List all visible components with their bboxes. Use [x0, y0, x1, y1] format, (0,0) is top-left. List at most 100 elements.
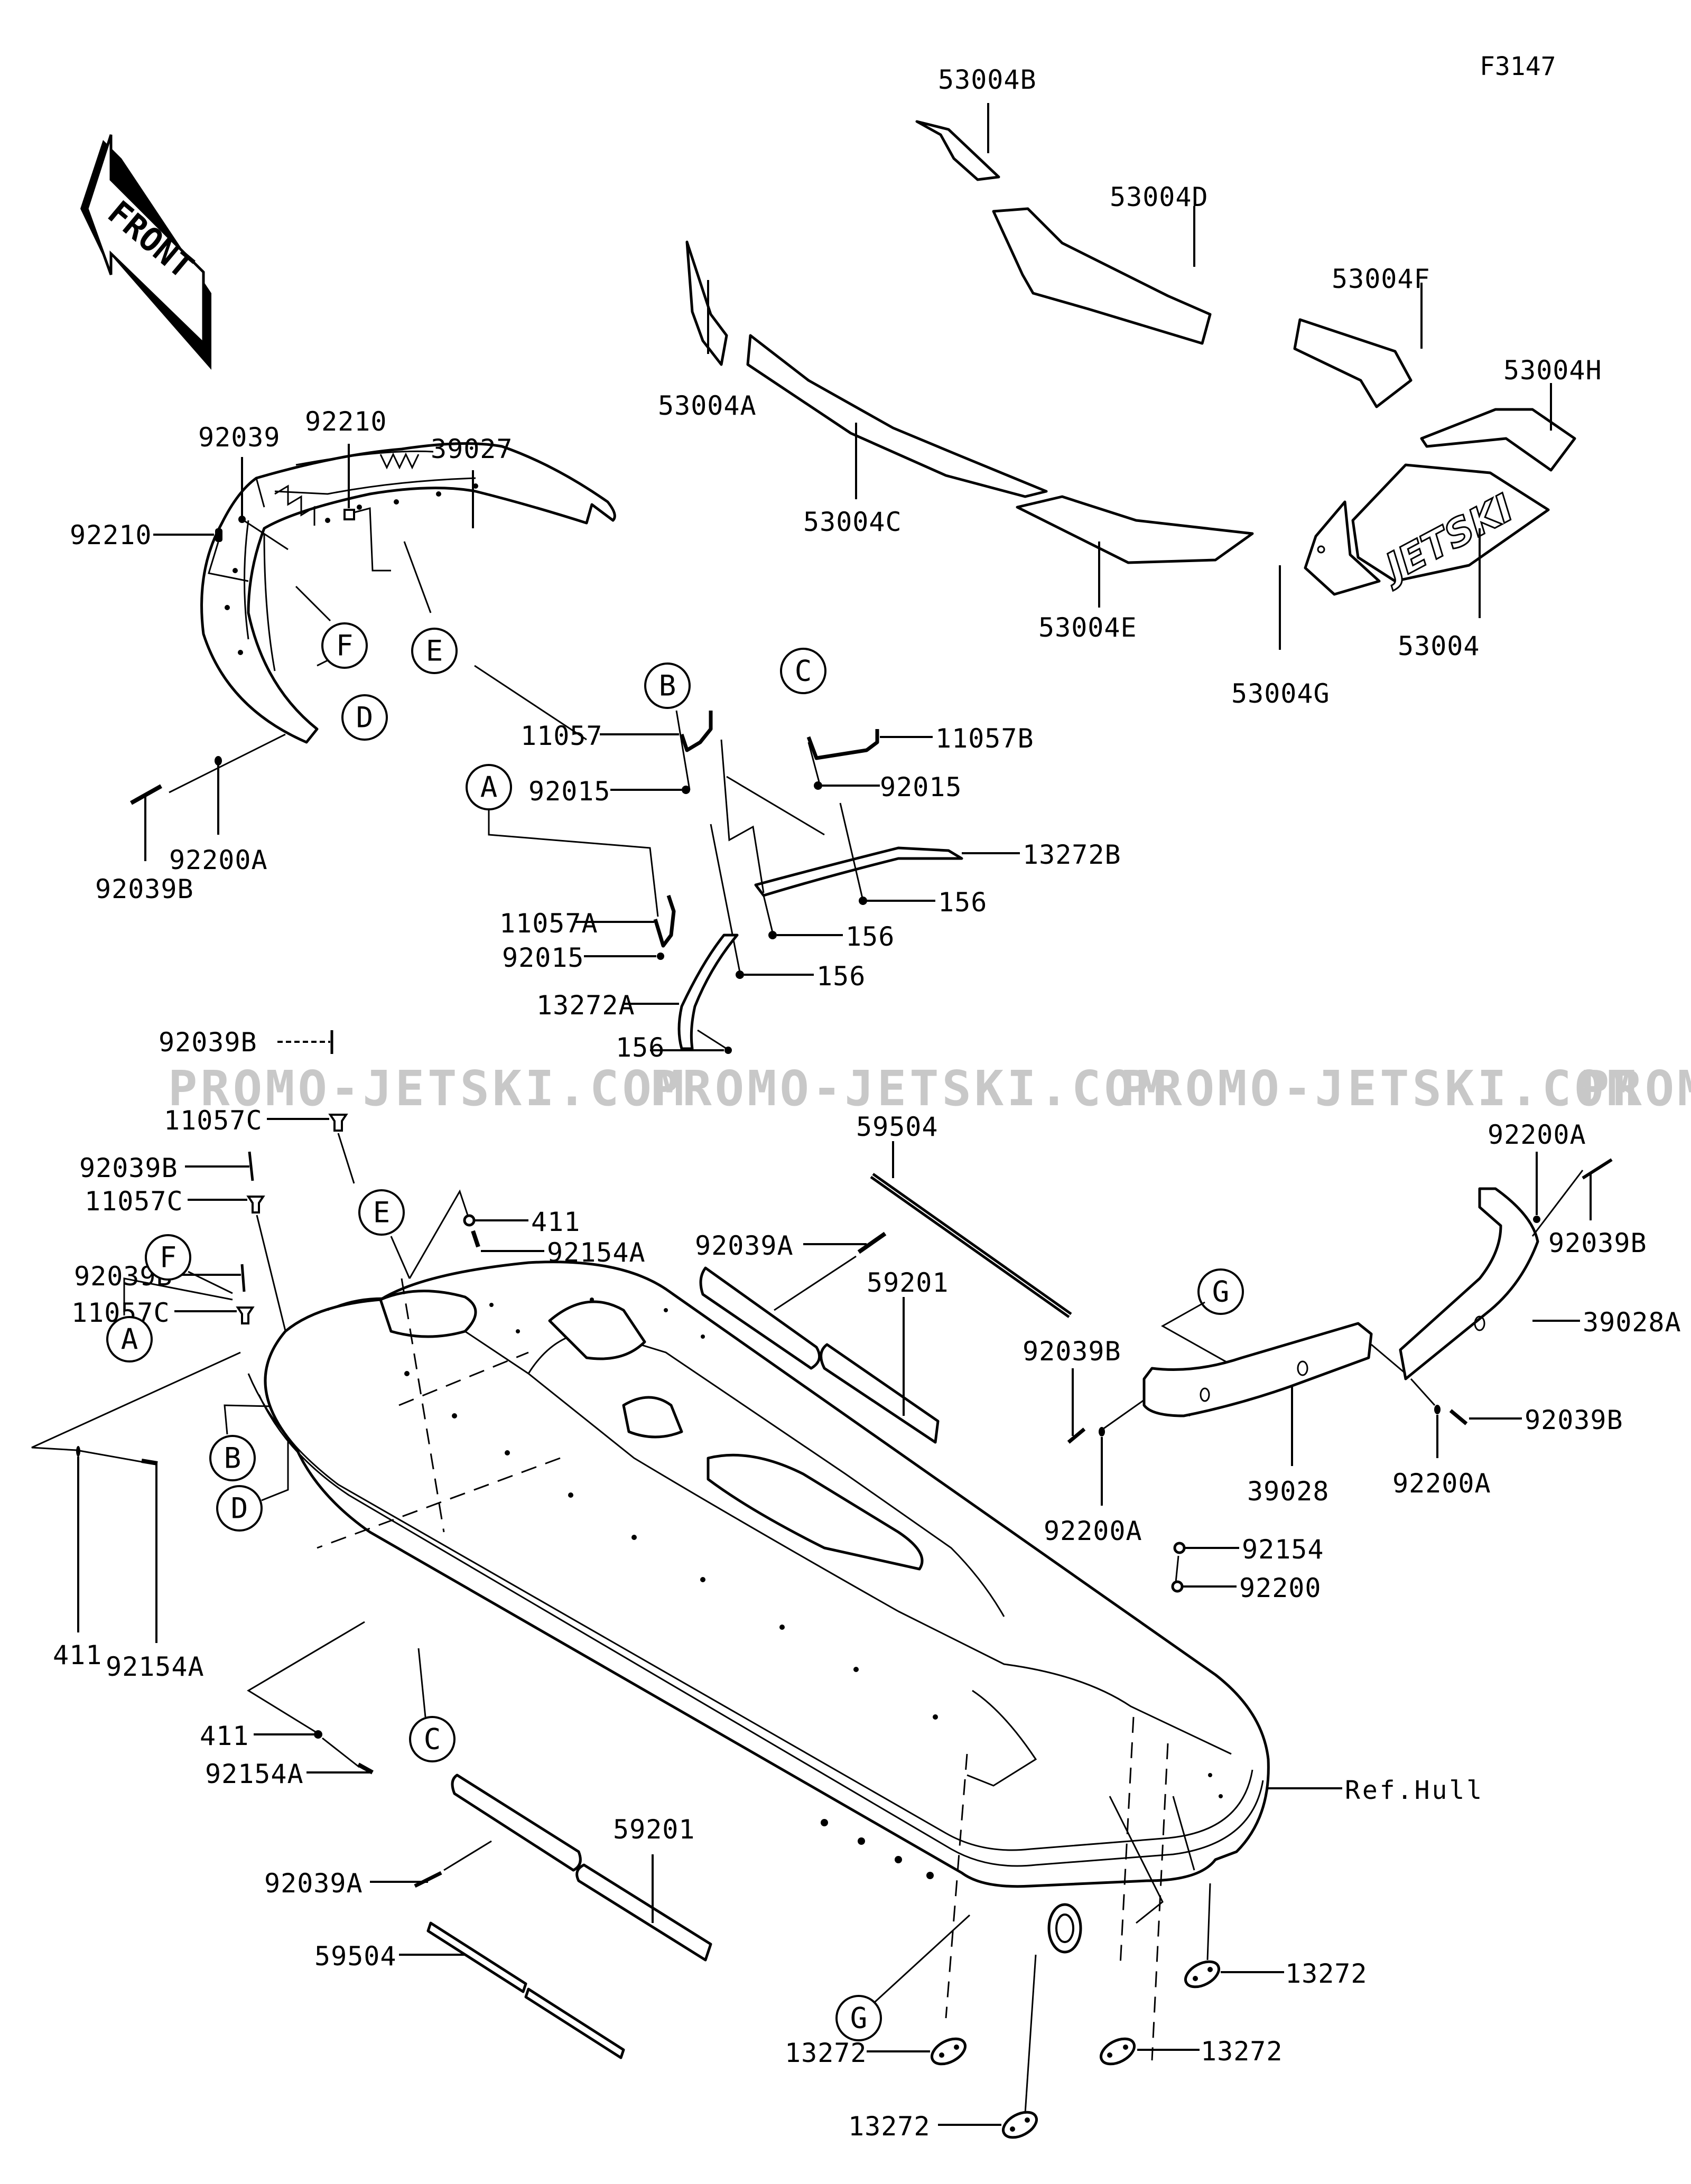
strip-59504-bot-b[interactable]	[524, 1987, 625, 2059]
decal-53004B[interactable]	[915, 120, 1000, 181]
label-411-top: 411	[531, 1207, 580, 1237]
decal-53004G[interactable]	[1304, 500, 1381, 596]
label-59504-bot: 59504	[314, 1941, 397, 1972]
label-11057C-1: 11057C	[164, 1105, 263, 1136]
svg-text:PROMO-JETSKI.COM: PROMO-JETSKI.COM	[650, 1060, 1169, 1117]
bracket-11057[interactable]	[680, 711, 713, 752]
rivet-92039B-left[interactable]	[130, 784, 162, 805]
strip-59504-bot-a[interactable]	[426, 1921, 527, 1993]
nut-92015-b[interactable]	[682, 786, 690, 794]
washer-92200A-r1[interactable]	[1533, 1216, 1540, 1223]
clip-11057C-1[interactable]	[328, 1114, 348, 1132]
decal-53004H[interactable]	[1420, 408, 1576, 472]
label-411-mid: 411	[200, 1721, 249, 1751]
decal-53004D[interactable]	[992, 207, 1212, 345]
rivet-92039B-r1[interactable]	[1582, 1158, 1613, 1180]
rail-59201-bot-b[interactable]	[575, 1863, 712, 1962]
screw-92154[interactable]	[1173, 1542, 1186, 1554]
decal-53004A[interactable]	[685, 240, 728, 366]
bracket-11057B[interactable]	[806, 729, 879, 760]
callout-A-upper: A	[466, 764, 512, 810]
hull-ref	[247, 1261, 1270, 2061]
label-92039B-r3: 92039B	[1525, 1405, 1623, 1435]
label-92015-b: 92015	[528, 776, 611, 807]
label-53004G: 53004G	[1231, 678, 1330, 709]
svg-text:E: E	[426, 634, 443, 668]
nut-92015-a[interactable]	[657, 953, 664, 960]
decal-53004[interactable]	[1351, 463, 1550, 583]
svg-text:C: C	[795, 655, 812, 688]
clip-11057C-2[interactable]	[246, 1196, 265, 1214]
washer-411-top[interactable]	[463, 1214, 476, 1227]
washer-411-mid[interactable]	[314, 1730, 322, 1739]
rail-59201-top-b[interactable]	[820, 1343, 940, 1444]
decal-53004E[interactable]	[1016, 495, 1254, 564]
label-13272-1: 13272	[1285, 1958, 1368, 1989]
label-156-3: 156	[816, 961, 866, 992]
svg-text:G: G	[850, 2002, 868, 2035]
rivet-92039A-top[interactable]	[857, 1231, 887, 1254]
bracket-11057A[interactable]	[653, 894, 676, 948]
screw-92154A-left[interactable]	[141, 1459, 158, 1466]
label-92039B-r1: 92039B	[1548, 1228, 1647, 1258]
screw-156-2[interactable]	[768, 931, 777, 939]
rail-59201-top-a[interactable]	[699, 1266, 821, 1370]
label-92200A-r1: 92200A	[1488, 1119, 1586, 1150]
nut-92015-c[interactable]	[814, 781, 822, 790]
label-53004: 53004	[1398, 631, 1480, 661]
label-92200A-r2: 92200A	[1392, 1468, 1491, 1499]
label-53004C: 53004C	[803, 507, 902, 537]
label-53004F: 53004F	[1332, 264, 1430, 294]
rivet-92039B-r3[interactable]	[1449, 1409, 1468, 1425]
decal-53004C[interactable]	[746, 334, 1048, 498]
label-13272A: 13272A	[536, 990, 635, 1021]
screw-156-4[interactable]	[724, 1047, 732, 1054]
label-39027: 39027	[431, 434, 513, 464]
rail-13272A[interactable]	[677, 934, 739, 1050]
bumper-39027[interactable]	[200, 442, 616, 744]
rail-39028A[interactable]	[1399, 1187, 1539, 1380]
callout-E-hull: E	[358, 1189, 405, 1236]
rail-59201-bot-a[interactable]	[451, 1774, 582, 1872]
rivet-92039A-bot[interactable]	[414, 1871, 442, 1888]
label-156-2: 156	[846, 921, 895, 952]
callout-C-hull: C	[409, 1716, 456, 1762]
svg-text:A: A	[121, 1323, 138, 1356]
screw-156-1[interactable]	[859, 897, 867, 905]
rivet-92039B-r2[interactable]	[1067, 1427, 1086, 1444]
svg-text:PROMO-JETSKI.COM: PROMO-JETSKI.COM	[168, 1060, 687, 1117]
washer-411-left[interactable]	[76, 1446, 80, 1457]
screw-92154A-top[interactable]	[471, 1230, 480, 1248]
label-92015-c: 92015	[880, 772, 962, 802]
label-92154A-left: 92154A	[106, 1651, 205, 1682]
label-92154: 92154	[1242, 1534, 1324, 1565]
washer-92200A-left[interactable]	[215, 756, 222, 766]
nut-92210-left[interactable]	[215, 528, 222, 542]
label-156-1: 156	[938, 887, 987, 918]
pad-13272-1[interactable]	[1182, 1956, 1223, 1992]
pad-13272-3[interactable]	[928, 2033, 970, 2069]
svg-text:B: B	[224, 1442, 241, 1475]
rail-13272B[interactable]	[754, 846, 963, 897]
label-39028A: 39028A	[1583, 1307, 1681, 1338]
washer-92200A-r3[interactable]	[1099, 1427, 1105, 1436]
callout-G-right: G	[1197, 1268, 1244, 1315]
label-11057: 11057	[521, 721, 603, 751]
callout-B-upper: B	[644, 662, 691, 709]
screw-92154A-mid[interactable]	[357, 1762, 374, 1775]
screw-156-3[interactable]	[736, 970, 744, 979]
decal-53004F[interactable]	[1293, 318, 1413, 408]
rail-39028[interactable]	[1142, 1322, 1373, 1417]
watermark: PROMO-JETSKI.COM PROMO-JETSKI.COM PROMO-…	[168, 1060, 1691, 1117]
rivet-92039B-3[interactable]	[240, 1264, 246, 1292]
washer-92200[interactable]	[1171, 1580, 1184, 1593]
svg-text:C: C	[424, 1723, 441, 1756]
label-92039B-1: 92039B	[159, 1027, 257, 1058]
nut-92210-top[interactable]	[343, 509, 355, 520]
pad-13272-4[interactable]	[999, 2107, 1041, 2142]
label-92039B-r2: 92039B	[1023, 1336, 1121, 1367]
pad-13272-2[interactable]	[1097, 2033, 1139, 2069]
washer-92200A-r2[interactable]	[1434, 1405, 1441, 1414]
clip-11057C-3[interactable]	[236, 1306, 255, 1324]
rivet-92039B-2[interactable]	[248, 1151, 254, 1181]
